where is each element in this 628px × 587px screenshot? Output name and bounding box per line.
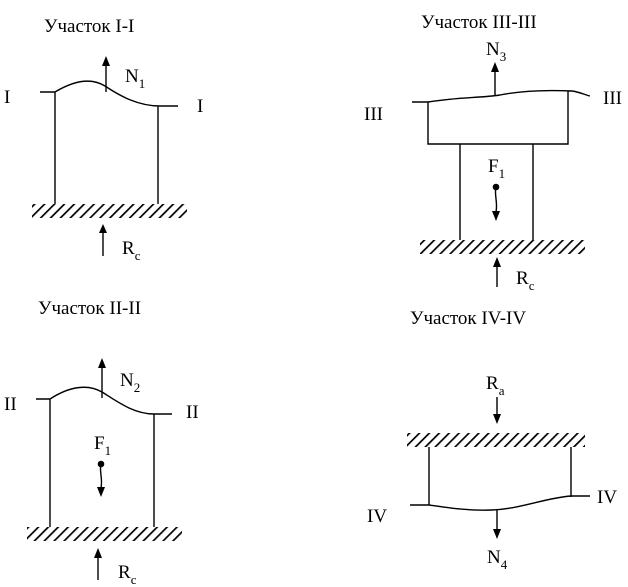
- section-1-body: [40, 80, 178, 204]
- section-4-cut-left-label: IV: [367, 506, 387, 527]
- section-4-n-label: N4: [487, 547, 508, 572]
- section-3-f-arrow-head: [492, 211, 500, 221]
- section-4-ra-arrow-head: [493, 414, 501, 424]
- section-3-cut-right-label: III: [603, 88, 622, 109]
- section-4-cut-right-label: IV: [597, 487, 617, 508]
- section-1-r-label: Rc: [122, 238, 141, 263]
- section-2-r-label: Rc: [118, 562, 137, 587]
- section-1-n-arrow-head: [102, 56, 110, 66]
- section-2-f-label: F1: [94, 433, 111, 458]
- section-3-f-label: F1: [488, 156, 505, 181]
- section-2-r-arrow-head: [94, 548, 102, 558]
- section-4: Участок IV-IV Ra IV IV N4: [367, 308, 617, 572]
- section-1-n-label: N1: [125, 66, 145, 91]
- section-2: Участок II-II II II N2 F1 Rc: [4, 298, 199, 587]
- section-4-support-hatch: [407, 433, 585, 447]
- section-3-f-arrow-shaft: [494, 186, 498, 213]
- section-3: Участок III-III III III N3 F1 Rc: [364, 12, 622, 293]
- section-1-support-hatch: [32, 204, 187, 218]
- section-3-title: Участок III-III: [421, 12, 537, 33]
- section-4-ra-label: Ra: [486, 373, 505, 398]
- section-3-n-arrow-head: [491, 62, 499, 72]
- section-2-n-label: N2: [120, 370, 140, 395]
- section-2-title: Участок II-II: [38, 298, 141, 319]
- section-2-cut-left-label: II: [4, 394, 17, 415]
- section-3-r-label: Rc: [516, 268, 535, 293]
- section-1-cut-right-label: I: [197, 96, 203, 117]
- section-1: Участок I-I I I N1 Rc: [4, 16, 203, 263]
- section-4-title: Участок IV-IV: [410, 308, 526, 329]
- section-1-title: Участок I-I: [44, 16, 134, 37]
- section-2-n-arrow-head: [98, 358, 106, 368]
- section-4-body: [410, 447, 590, 511]
- section-4-n-arrow-head: [493, 529, 501, 539]
- section-2-support-hatch: [27, 527, 182, 541]
- section-1-r-arrow-head: [99, 224, 107, 233]
- section-3-body: [412, 89, 591, 240]
- section-2-cut-right-label: II: [186, 402, 199, 423]
- section-3-n-label: N3: [486, 39, 506, 64]
- section-3-support-hatch: [420, 240, 585, 254]
- section-3-cut-left-label: III: [364, 104, 383, 125]
- section-3-r-arrow-head: [493, 257, 501, 267]
- section-2-f-arrow-shaft: [99, 463, 103, 489]
- section-2-f-arrow-head: [97, 487, 105, 497]
- section-1-cut-left-label: I: [4, 87, 10, 108]
